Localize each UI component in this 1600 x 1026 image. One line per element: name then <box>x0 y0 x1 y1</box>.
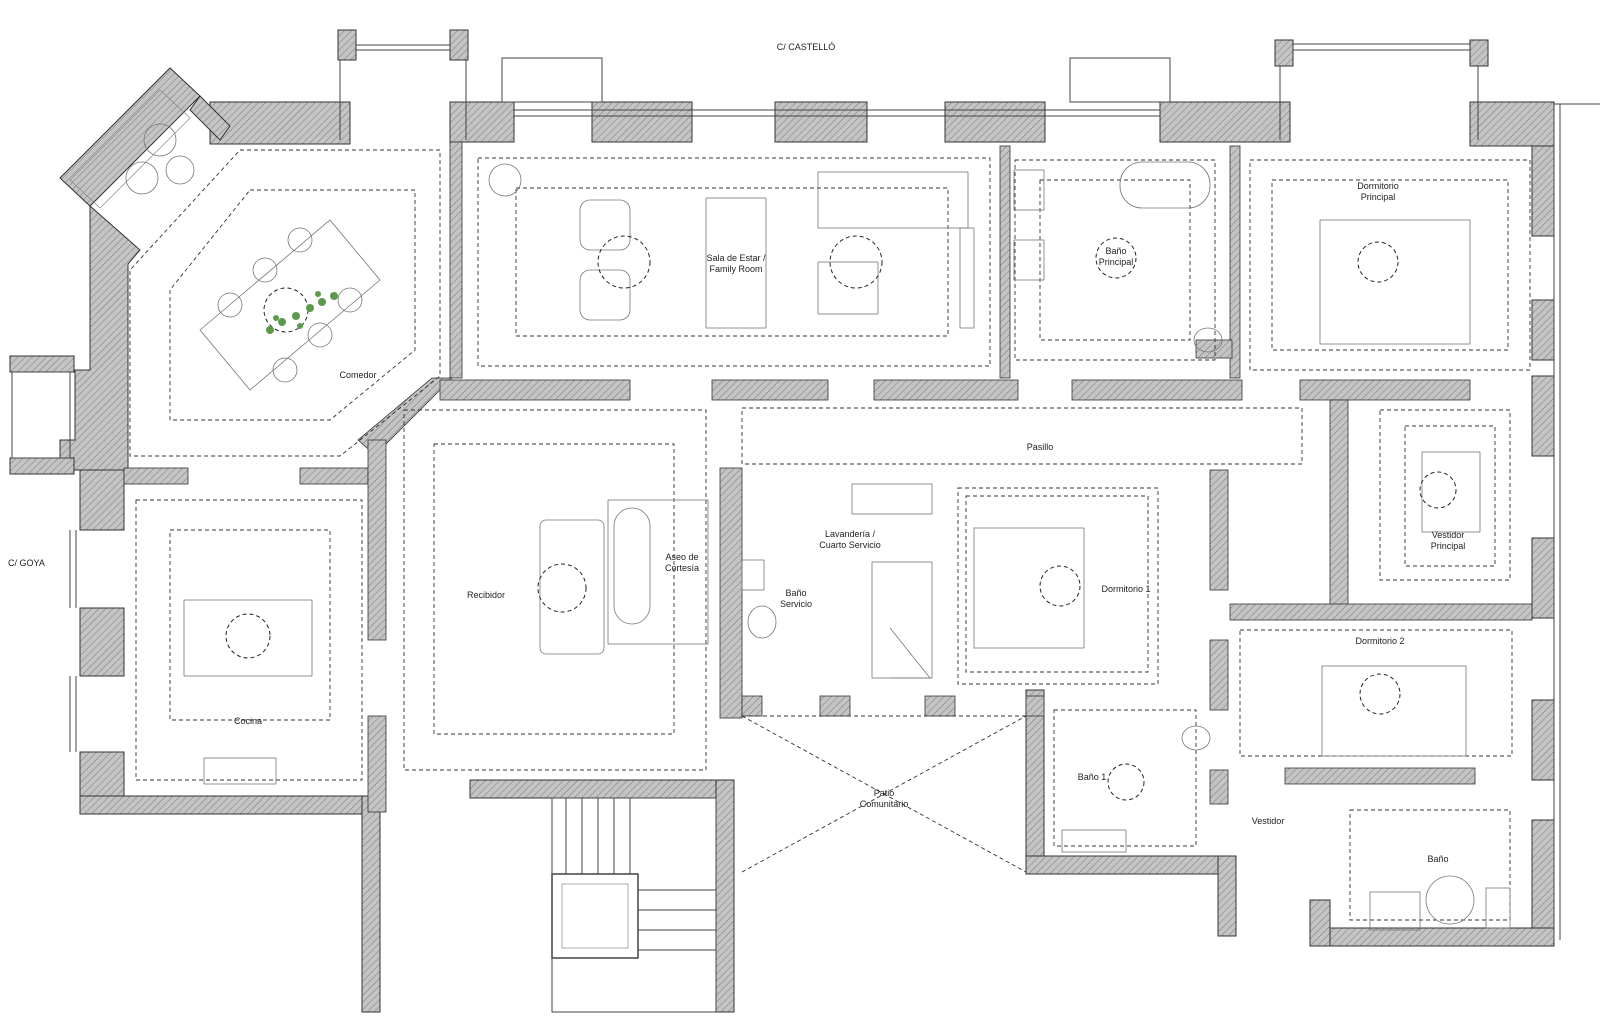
room-label-lavanderia-line2: Cuarto Servicio <box>819 540 881 550</box>
patio-cross <box>741 715 1027 873</box>
room-label-lavanderia-line1: Lavandería / <box>825 529 876 539</box>
room-label-vestidor: Vestidor <box>1252 816 1285 826</box>
room-label-cocina: Cocina <box>234 716 262 726</box>
room-label-bano-principal-line1: Baño <box>1105 246 1126 256</box>
plant-icon <box>266 291 338 334</box>
room-label-patio-line1: Patio <box>874 788 895 798</box>
ceiling-lights <box>225 235 1457 801</box>
room-label-vestidor-principal-line1: Vestidor <box>1432 530 1465 540</box>
room-label-dormitorio-2: Dormitorio 2 <box>1355 636 1404 646</box>
room-label-pasillo: Pasillo <box>1027 442 1054 452</box>
street-label-castello: C/ CASTELLÓ <box>777 42 836 52</box>
room-label-bano-servicio-line1: Baño <box>785 588 806 598</box>
room-label-dormitorio-principal-line2: Principal <box>1361 192 1396 202</box>
room-label-dormitorio-principal-line1: Dormitorio <box>1357 181 1399 191</box>
windows <box>11 43 1600 940</box>
room-label-patio-line2: Comunitario <box>860 799 909 809</box>
room-label-recibidor: Recibidor <box>467 590 505 600</box>
room-label-sala-line2: Family Room <box>709 264 762 274</box>
room-label-vestidor-principal-line2: Principal <box>1431 541 1466 551</box>
room-label-sala-line1: Sala de Estar / <box>706 253 766 263</box>
ceiling-outlines <box>129 149 1531 921</box>
room-labels: Sala de Estar / Family Room Comedor Baño… <box>234 181 1465 864</box>
room-label-comedor: Comedor <box>339 370 376 380</box>
room-label-dormitorio-1: Dormitorio 1 <box>1101 584 1150 594</box>
room-label-bano-principal-line2: Principal <box>1099 257 1134 267</box>
furniture <box>125 123 1511 931</box>
street-labels: C/ CASTELLÓ C/ GOYA <box>8 42 835 568</box>
room-label-aseo-line1: Aseo de <box>665 552 698 562</box>
room-label-bano: Baño <box>1427 854 1448 864</box>
interior-walls <box>123 141 1533 813</box>
room-label-aseo-line2: Cortesía <box>665 563 699 573</box>
street-label-goya: C/ GOYA <box>8 558 45 568</box>
room-label-bano-1: Baño 1 <box>1078 772 1107 782</box>
stairwell <box>551 797 717 1013</box>
room-label-bano-servicio-line2: Servicio <box>780 599 812 609</box>
exterior-walls <box>9 29 1555 1013</box>
